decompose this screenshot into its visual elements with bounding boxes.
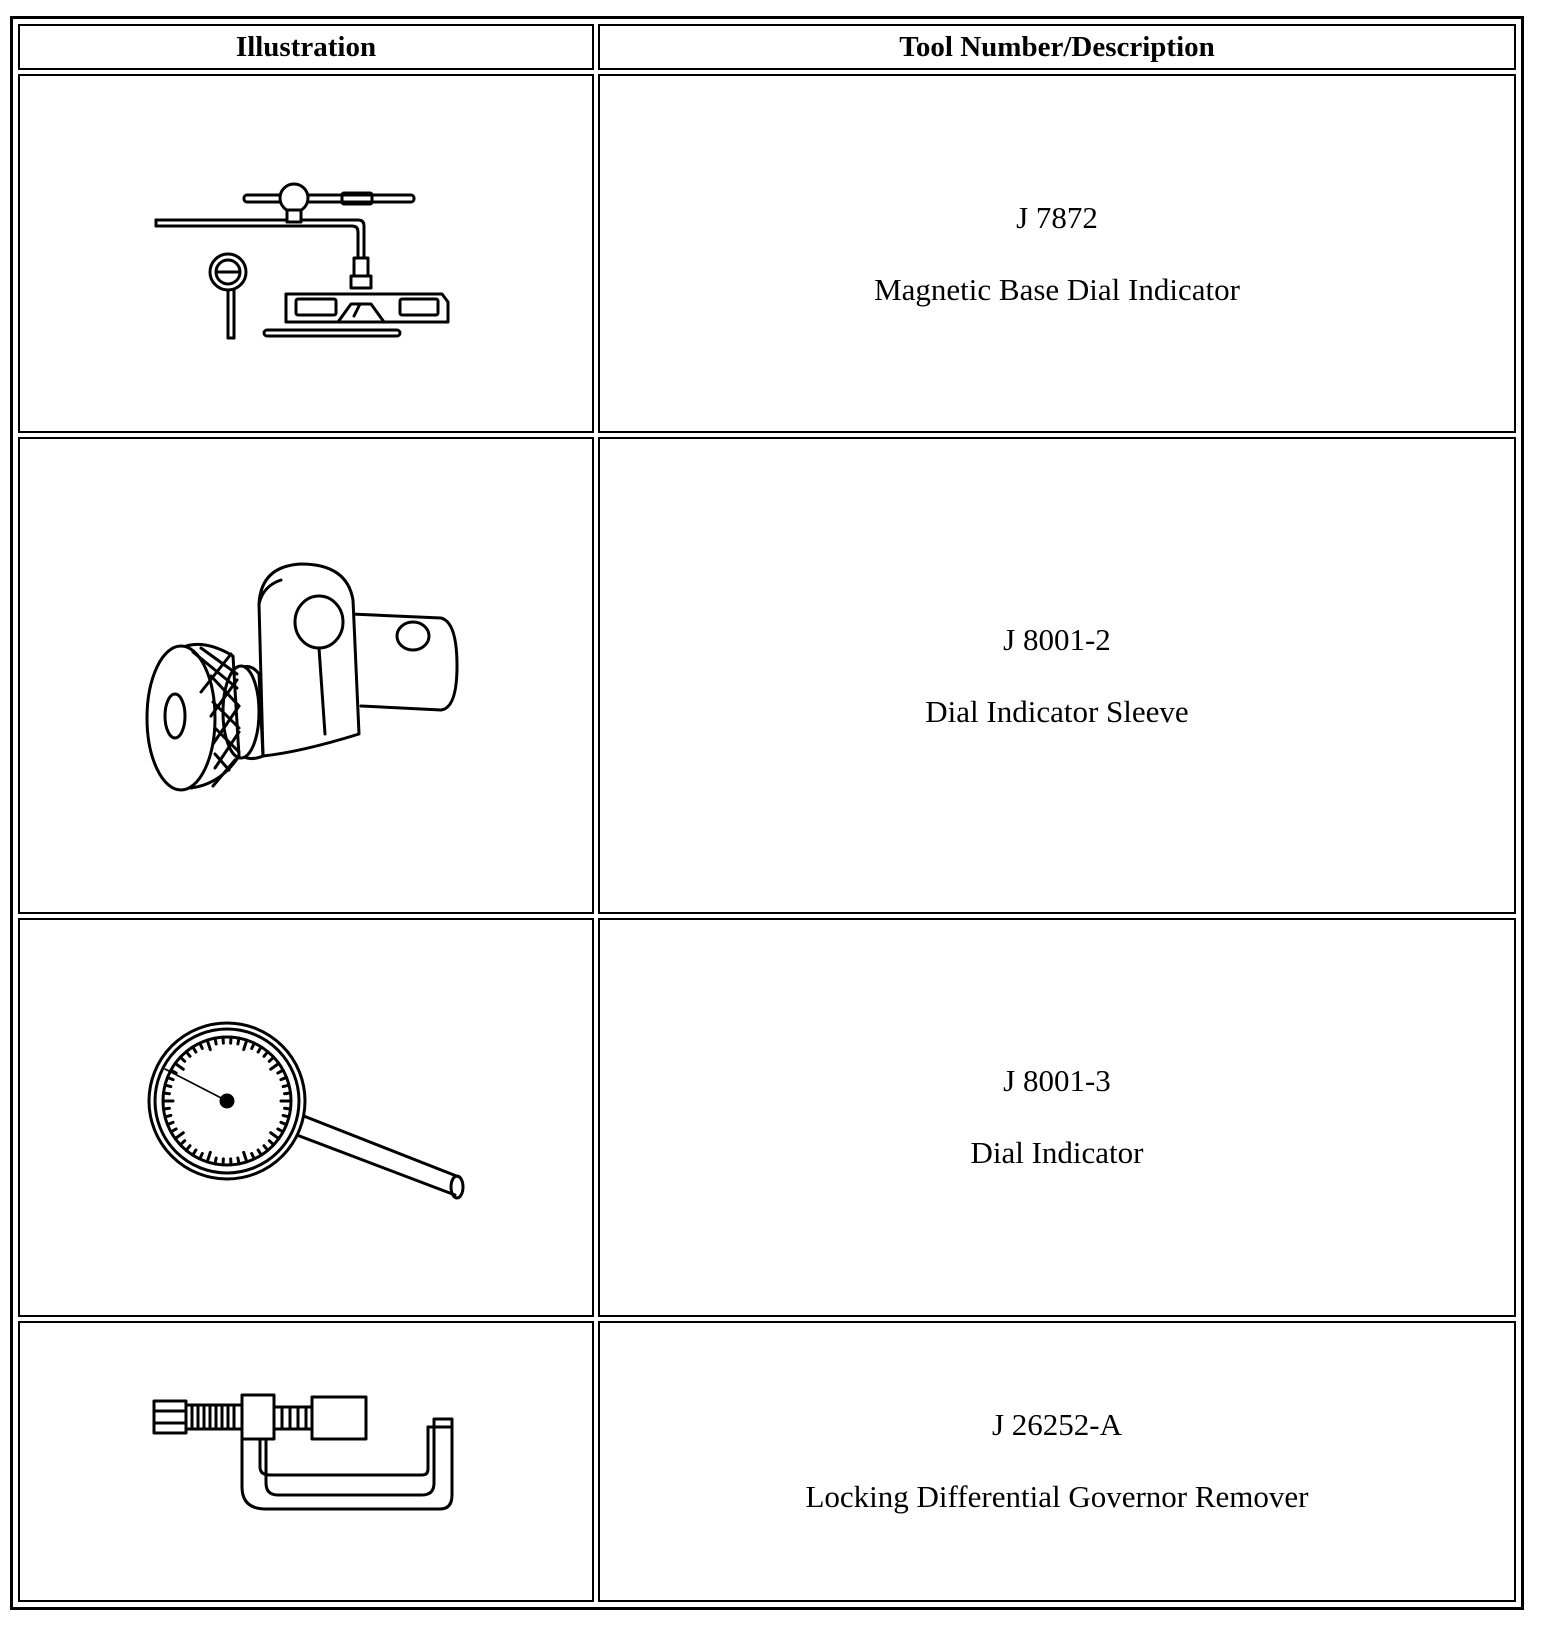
magnetic-base-dial-indicator-illustration [154, 182, 450, 340]
header-tool-number-description: Tool Number/Description [598, 24, 1516, 70]
tool-name: Dial Indicator [970, 1135, 1144, 1171]
illustration-cell [18, 1320, 594, 1602]
table-frame [10, 16, 1524, 1610]
table-row: J 8001-3 Dial Indicator [18, 918, 1516, 1317]
tool-name: Locking Differential Governor Remover [805, 1479, 1309, 1515]
tool-number: J 7872 [1016, 199, 1098, 235]
dial-indicator-sleeve-illustration [145, 562, 459, 792]
illustration-cell [18, 918, 594, 1317]
illustration-cell [18, 437, 594, 915]
tool-name: Magnetic Base Dial Indicator [874, 271, 1240, 307]
tool-description-cell: J 26252-A Locking Differential Governor … [598, 1320, 1516, 1602]
table-row: J 7872 Magnetic Base Dial Indicator [18, 74, 1516, 434]
tool-description-cell: J 8001-2 Dial Indicator Sleeve [598, 437, 1516, 915]
tool-name: Dial Indicator Sleeve [925, 693, 1189, 729]
header-row: Illustration Tool Number/Description [18, 24, 1516, 70]
tool-description-cell: J 8001-3 Dial Indicator [598, 918, 1516, 1317]
table-row: J 8001-2 Dial Indicator Sleeve [18, 437, 1516, 915]
tool-description-cell: J 7872 Magnetic Base Dial Indicator [598, 74, 1516, 434]
tool-number: J 8001-3 [1003, 1063, 1111, 1099]
tools-table: Illustration Tool Number/Description [14, 20, 1520, 1606]
governor-remover-illustration [152, 1393, 454, 1511]
tool-number: J 8001-2 [1003, 621, 1111, 657]
tool-number: J 26252-A [991, 1407, 1123, 1443]
dial-indicator-illustration [147, 1021, 465, 1200]
table-row: J 26252-A Locking Differential Governor … [18, 1320, 1516, 1602]
header-illustration: Illustration [18, 24, 594, 70]
illustration-cell [18, 74, 594, 434]
